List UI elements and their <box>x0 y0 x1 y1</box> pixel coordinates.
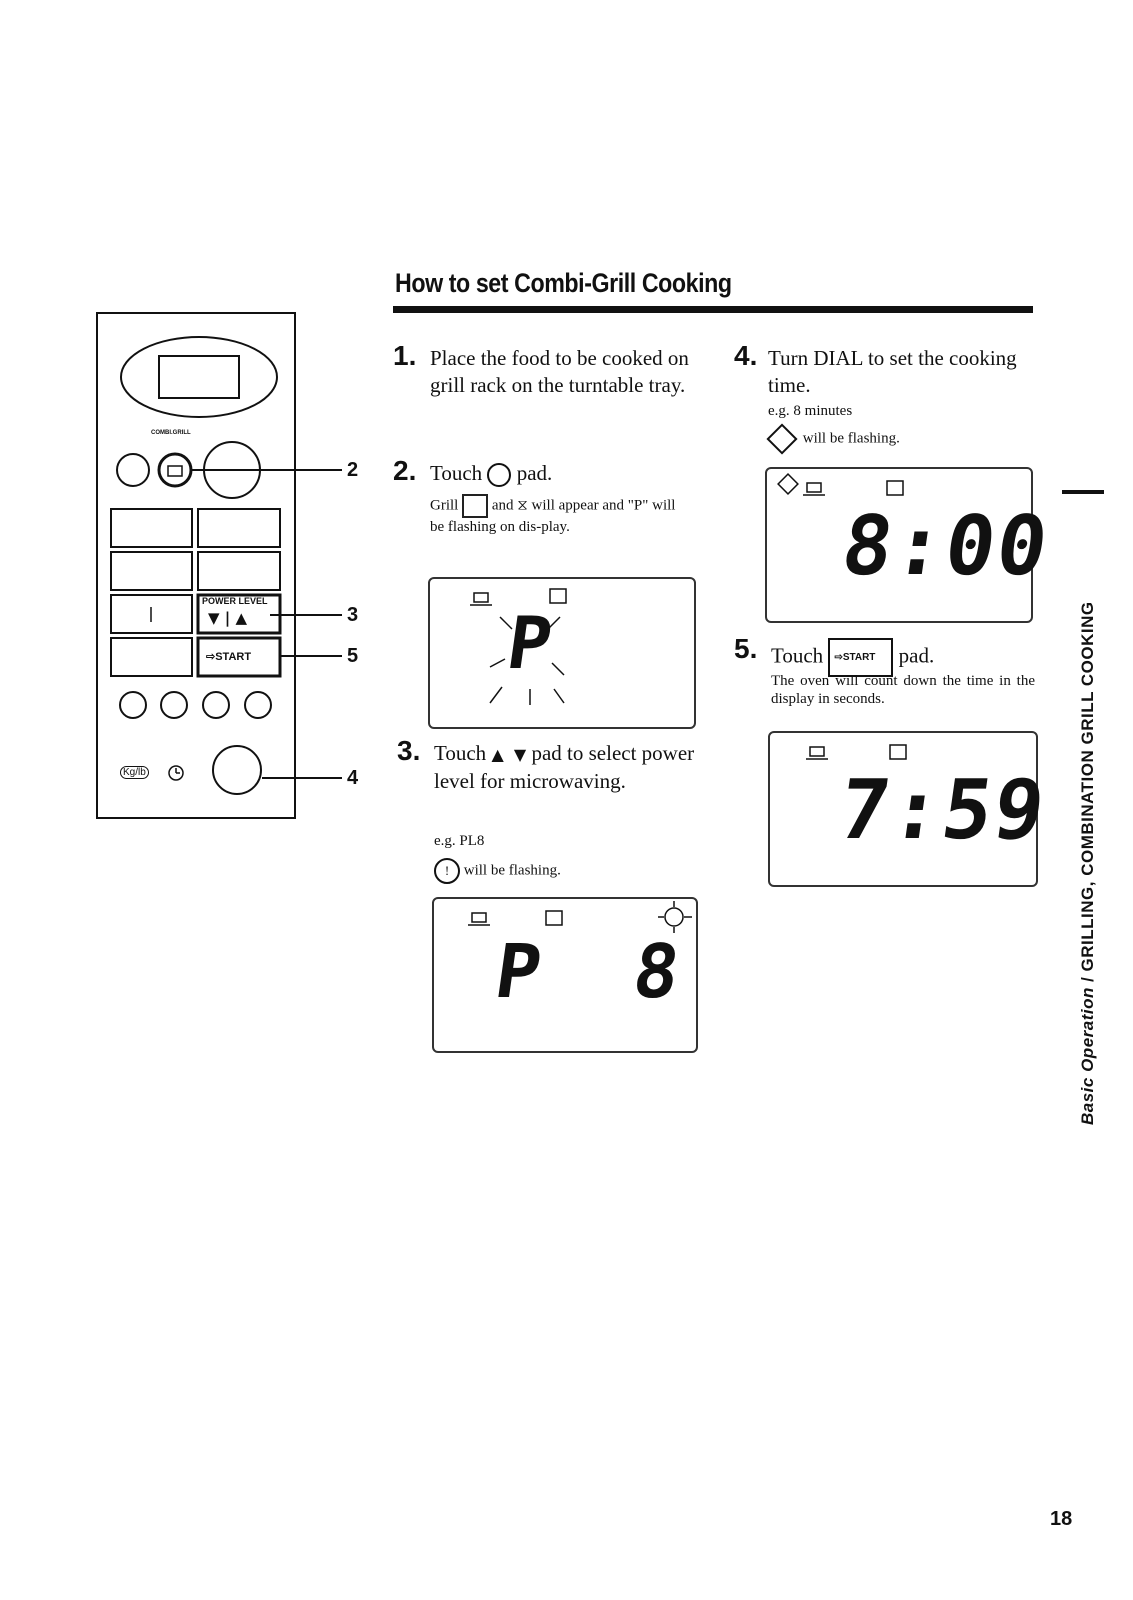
step-1-text: Place the food to be cooked on grill rac… <box>430 346 689 397</box>
callout-3: 3 <box>347 604 359 626</box>
display-3-icons <box>468 901 692 933</box>
step-4-flash-line: will be flashing. <box>766 423 900 455</box>
step-2-touch: Touch <box>430 461 483 485</box>
step-2-will-appear: will appear <box>531 497 599 514</box>
side-part-1: Basic Operation <box>1078 987 1097 1125</box>
display-step-4: 8:00 <box>765 467 1055 623</box>
step-3-eg: e.g. PL8 <box>434 833 485 849</box>
control-panel-drawing <box>96 312 296 819</box>
start-diamond-icon <box>766 423 798 455</box>
step-3-text: Touch ▲ ▼ pad to select power level for … <box>434 740 704 795</box>
side-part-2: GRILLING, COMBINATION GRILL COOKING <box>1078 601 1097 972</box>
power-level-label: POWER LEVEL <box>202 596 268 606</box>
display-5-value: 7:59 <box>833 763 1053 858</box>
display-step-3: P 8 <box>432 897 698 1053</box>
display-4-value: 8:00 <box>836 499 1056 594</box>
display-2-icons <box>470 588 567 705</box>
step-2-line: Touch pad. <box>430 460 553 488</box>
step-3-rest: pad to select power level for microwavin… <box>434 741 695 793</box>
page-title: How to set Combi-Grill Cooking <box>395 268 732 298</box>
power-level-arrows: ▼ | ▲ <box>208 609 247 627</box>
step-2-grill: Grill <box>430 497 459 514</box>
title-rule <box>393 306 1033 313</box>
callout-5: 5 <box>347 645 359 667</box>
callout-4: 4 <box>347 767 359 789</box>
up-arrow-icon: ▲ ▼ <box>491 745 527 764</box>
step-4-eg: e.g. 8 minutes <box>768 403 853 419</box>
step-2-and: and <box>491 497 514 514</box>
step-5-line: Touch ⇨START pad. <box>771 638 934 677</box>
step-4-text: Turn DIAL to set the cooking time. <box>768 346 1017 397</box>
step-2-rest: and "P" will be flashing on dis-play. <box>430 497 676 535</box>
step-2-pad: pad. <box>516 461 553 485</box>
display-5-icons <box>806 744 907 760</box>
combi-grill-label: COMBI.GRILL <box>151 430 191 436</box>
step-3-touch: Touch <box>434 741 487 765</box>
display-4-icons <box>777 473 904 496</box>
step-3-flash: will be flashing. <box>463 862 561 879</box>
step-3-flash-line: ! will be flashing. <box>434 858 561 884</box>
start-pad-label: ⇨START <box>206 651 252 663</box>
side-tab-mark <box>1062 490 1104 494</box>
step-4-flash: will be flashing. <box>802 430 900 447</box>
step-2-desc: Grill and ⧖ will appear and "P" will be … <box>430 494 690 536</box>
page-number: 18 <box>1050 1508 1073 1530</box>
step-5-text: The oven will count down the time in the… <box>771 673 1035 707</box>
step-4-number: 4. <box>734 340 758 371</box>
step-5-touch: Touch <box>771 643 824 668</box>
control-panel: COMBI.GRILL POWER LEVEL ▼ | ▲ ⇨START Kg/… <box>96 312 306 820</box>
callout-2: 2 <box>347 459 359 481</box>
step-2-number: 2. <box>393 455 417 486</box>
combi-icon: ⧖ <box>517 495 528 514</box>
step-1-number: 1. <box>393 340 417 371</box>
step-3-number: 3. <box>397 735 421 766</box>
power-icon: ! <box>434 858 460 884</box>
side-separator: / <box>1078 971 1097 988</box>
step-5-number: 5. <box>734 633 758 664</box>
side-section-label: Basic Operation / GRILLING, COMBINATION … <box>1078 601 1098 1125</box>
kg-lb-label: Kg/lb <box>120 766 149 779</box>
display-step-5: 7:59 <box>768 731 1052 887</box>
grill-icon <box>462 494 489 518</box>
display-step-2: P <box>428 577 696 729</box>
step-5-pad: pad. <box>898 643 935 668</box>
combi-pad-icon <box>487 463 512 488</box>
